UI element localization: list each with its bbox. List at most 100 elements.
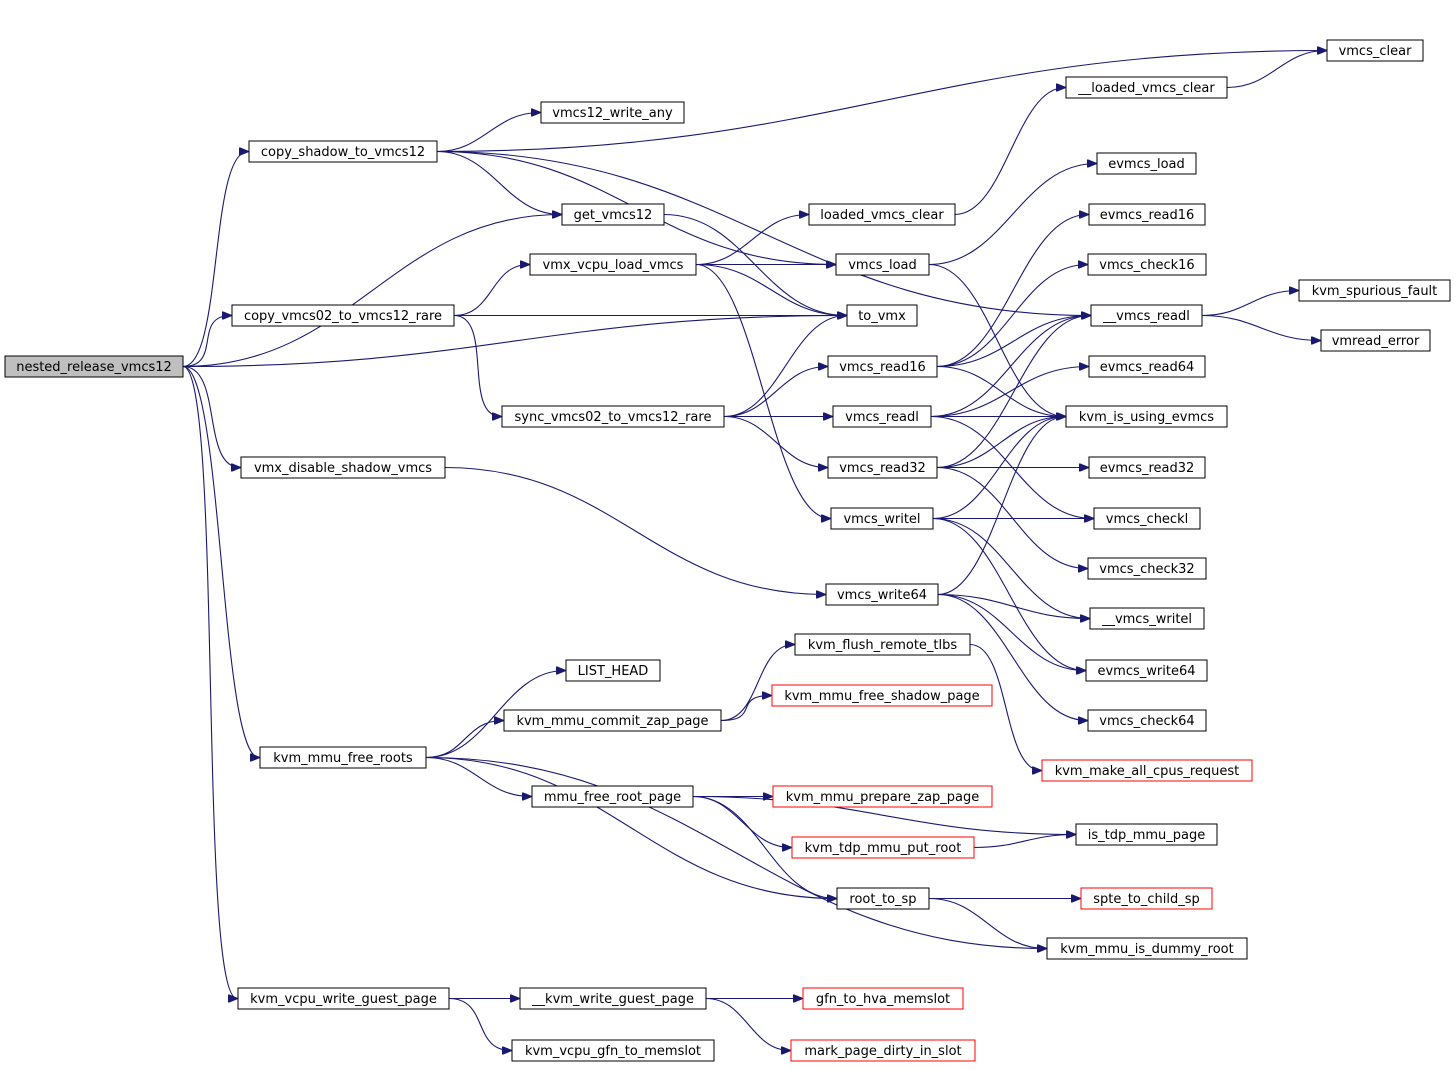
edge-__kvm_write_guest_page-to-mark_page_dirty_in_slot bbox=[705, 997, 790, 1051]
node-vmx-vcpu-load-vmcs[interactable]: vmx_vcpu_load_vmcs bbox=[529, 253, 697, 276]
node-kvm-is-using-evmcs[interactable]: kvm_is_using_evmcs bbox=[1065, 405, 1228, 428]
node-vmcs-write64[interactable]: vmcs_write64 bbox=[825, 583, 939, 606]
node-kvm-spurious-fault[interactable]: kvm_spurious_fault bbox=[1298, 279, 1451, 302]
node-kvm-mmu-free-shadow-page[interactable]: kvm_mmu_free_shadow_page bbox=[771, 684, 993, 707]
node---kvm-write-guest-page[interactable]: __kvm_write_guest_page bbox=[519, 987, 707, 1010]
node-label: evmcs_load bbox=[1108, 157, 1185, 172]
node-kvm-tdp-mmu-put-root[interactable]: kvm_tdp_mmu_put_root bbox=[791, 836, 975, 859]
node-label: vmcs_readl bbox=[845, 410, 919, 425]
node-is-tdp-mmu-page[interactable]: is_tdp_mmu_page bbox=[1075, 823, 1218, 846]
node-gfn-to-hva-memslot[interactable]: gfn_to_hva_memslot bbox=[802, 987, 964, 1010]
node-label: is_tdp_mmu_page bbox=[1088, 828, 1206, 843]
node-evmcs-write64[interactable]: evmcs_write64 bbox=[1085, 659, 1208, 682]
node-vmcs-check64[interactable]: vmcs_check64 bbox=[1087, 709, 1207, 732]
edge-kvm_mmu_free_roots-to-kvm_mmu_is_dummy_root bbox=[425, 756, 1046, 949]
node-label: loaded_vmcs_clear bbox=[820, 208, 944, 223]
node-copy-shadow-to-vmcs12[interactable]: copy_shadow_to_vmcs12 bbox=[248, 140, 438, 163]
node-get-vmcs12[interactable]: get_vmcs12 bbox=[561, 203, 665, 226]
edge-vmx_disable_shadow_vmcs-to-vmcs_write64 bbox=[444, 466, 825, 595]
node-vmcs-check32[interactable]: vmcs_check32 bbox=[1087, 557, 1207, 580]
node-vmcs12-write-any[interactable]: vmcs12_write_any bbox=[540, 101, 685, 124]
edge-__loaded_vmcs_clear-to-vmcs_clear bbox=[1226, 51, 1326, 89]
node---vmcs-writel[interactable]: __vmcs_writel bbox=[1089, 607, 1205, 630]
node-vmcs-clear[interactable]: vmcs_clear bbox=[1326, 39, 1424, 62]
node-box bbox=[827, 355, 938, 378]
node---vmcs-readl[interactable]: __vmcs_readl bbox=[1090, 304, 1203, 327]
node-vmcs-load[interactable]: vmcs_load bbox=[835, 253, 930, 276]
node-label: vmx_disable_shadow_vmcs bbox=[254, 461, 432, 476]
node-label: kvm_is_using_evmcs bbox=[1079, 410, 1214, 425]
node-box bbox=[1080, 887, 1213, 910]
edge-vmcs_read32-to-kvm_is_using_evmcs bbox=[936, 417, 1065, 469]
node-box bbox=[827, 456, 938, 479]
node-vmcs-read16[interactable]: vmcs_read16 bbox=[827, 355, 938, 378]
node-label: mark_page_dirty_in_slot bbox=[804, 1044, 961, 1059]
node-box bbox=[1298, 279, 1451, 302]
node-kvm-mmu-free-roots[interactable]: kvm_mmu_free_roots bbox=[259, 746, 427, 769]
node-box bbox=[231, 304, 455, 327]
node-label: vmcs_check16 bbox=[1099, 258, 1194, 273]
node-box bbox=[240, 456, 446, 479]
node-vmx-disable-shadow-vmcs[interactable]: vmx_disable_shadow_vmcs bbox=[240, 456, 446, 479]
node-kvm-flush-remote-tlbs[interactable]: kvm_flush_remote_tlbs bbox=[794, 633, 971, 656]
node-box bbox=[259, 746, 427, 769]
node-evmcs-read32[interactable]: evmcs_read32 bbox=[1088, 456, 1206, 479]
node-label: to_vmx bbox=[858, 309, 906, 324]
node-loaded-vmcs-clear[interactable]: loaded_vmcs_clear bbox=[808, 203, 956, 226]
node-box bbox=[794, 633, 971, 656]
node-sync-vmcs02-to-vmcs12-rare[interactable]: sync_vmcs02_to_vmcs12_rare bbox=[501, 405, 725, 428]
node-evmcs-load[interactable]: evmcs_load bbox=[1096, 152, 1197, 175]
node-box bbox=[835, 253, 930, 276]
node-label: vmcs_write64 bbox=[837, 588, 927, 603]
node-mark-page-dirty-in-slot[interactable]: mark_page_dirty_in_slot bbox=[790, 1039, 976, 1062]
node-kvm-mmu-is-dummy-root[interactable]: kvm_mmu_is_dummy_root bbox=[1046, 937, 1248, 960]
node-box bbox=[1041, 759, 1253, 782]
node-kvm-make-all-cpus-request[interactable]: kvm_make_all_cpus_request bbox=[1041, 759, 1253, 782]
edge-loaded_vmcs_clear-to-__loaded_vmcs_clear bbox=[954, 88, 1065, 216]
node-box bbox=[1046, 937, 1248, 960]
node-box bbox=[1096, 152, 1197, 175]
node-label: vmcs_checkl bbox=[1106, 512, 1188, 527]
node-evmcs-read64[interactable]: evmcs_read64 bbox=[1088, 355, 1206, 378]
node-label: evmcs_read16 bbox=[1100, 208, 1195, 223]
node-vmcs-checkl[interactable]: vmcs_checkl bbox=[1093, 507, 1201, 530]
node-kvm-vcpu-write-guest-page[interactable]: kvm_vcpu_write_guest_page bbox=[237, 987, 450, 1010]
node-box bbox=[1087, 709, 1207, 732]
edge-copy_vmcs02_to_vmcs12_rare-to-sync_vmcs02_to_vmcs12_rare bbox=[453, 314, 501, 417]
node-evmcs-read16[interactable]: evmcs_read16 bbox=[1088, 203, 1206, 226]
node-vmcs-check16[interactable]: vmcs_check16 bbox=[1087, 253, 1207, 276]
node-box bbox=[1088, 203, 1206, 226]
node---loaded-vmcs-clear[interactable]: __loaded_vmcs_clear bbox=[1065, 76, 1228, 99]
edge-kvm_tdp_mmu_put_root-to-is_tdp_mmu_page bbox=[973, 835, 1075, 849]
node-kvm-vcpu-gfn-to-memslot[interactable]: kvm_vcpu_gfn_to_memslot bbox=[511, 1039, 715, 1062]
node-LIST-HEAD[interactable]: LIST_HEAD bbox=[565, 659, 661, 682]
edge-copy_vmcs02_to_vmcs12_rare-to-vmx_vcpu_load_vmcs bbox=[453, 265, 529, 317]
edge-vmcs_read32-to-__vmcs_readl bbox=[936, 316, 1090, 469]
node-label: vmread_error bbox=[1332, 334, 1420, 349]
node-nested-release-vmcs12[interactable]: nested_release_vmcs12 bbox=[4, 355, 184, 378]
edge-copy_shadow_to_vmcs12-to-vmcs_clear bbox=[436, 51, 1326, 153]
node-mmu-free-root-page[interactable]: mmu_free_root_page bbox=[531, 785, 694, 808]
edge-kvm_mmu_free_roots-to-root_to_sp bbox=[425, 756, 836, 899]
node-box bbox=[1088, 456, 1206, 479]
node-box bbox=[832, 405, 932, 428]
node-copy-vmcs02-to-vmcs12-rare[interactable]: copy_vmcs02_to_vmcs12_rare bbox=[231, 304, 455, 327]
edge-vmcs_load-to-kvm_is_using_evmcs bbox=[928, 263, 1065, 417]
node-label: vmcs_read32 bbox=[839, 461, 926, 476]
node-vmcs-read32[interactable]: vmcs_read32 bbox=[827, 456, 938, 479]
node-vmread-error[interactable]: vmread_error bbox=[1320, 329, 1431, 352]
node-kvm-mmu-commit-zap-page[interactable]: kvm_mmu_commit_zap_page bbox=[503, 709, 722, 732]
node-label: vmcs_writel bbox=[843, 512, 920, 527]
node-vmcs-readl[interactable]: vmcs_readl bbox=[832, 405, 932, 428]
node-spte-to-child-sp[interactable]: spte_to_child_sp bbox=[1080, 887, 1213, 910]
edge-vmcs_write64-to-__vmcs_writel bbox=[937, 593, 1089, 619]
node-vmcs-writel[interactable]: vmcs_writel bbox=[830, 507, 934, 530]
node-kvm-mmu-prepare-zap-page[interactable]: kvm_mmu_prepare_zap_page bbox=[772, 785, 993, 808]
node-to-vmx[interactable]: to_vmx bbox=[846, 304, 918, 327]
edge-nested_release_vmcs12-to-to_vmx bbox=[182, 316, 846, 368]
node-label: root_to_sp bbox=[849, 892, 916, 907]
edge-mmu_free_root_page-to-root_to_sp bbox=[692, 795, 836, 899]
edge-vmcs_write64-to-kvm_is_using_evmcs bbox=[937, 417, 1065, 596]
node-root-to-sp[interactable]: root_to_sp bbox=[836, 887, 930, 910]
